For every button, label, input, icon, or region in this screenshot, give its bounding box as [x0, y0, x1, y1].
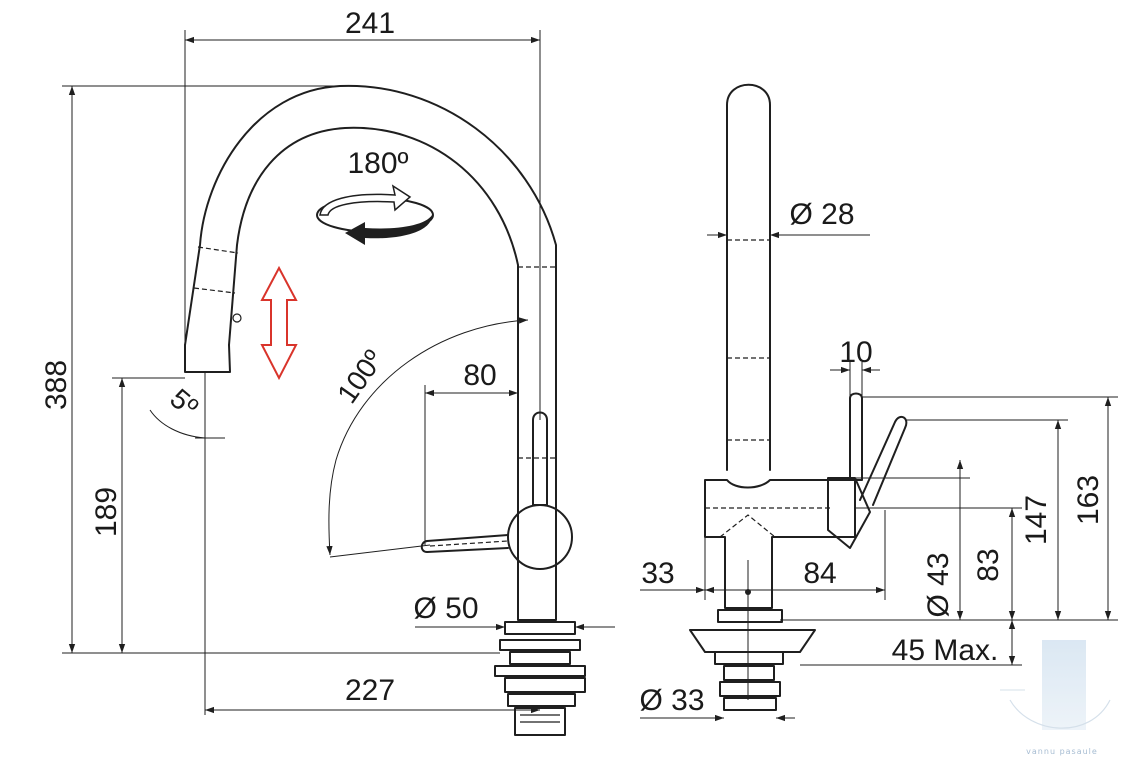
rotation-arrow-icon	[316, 184, 434, 245]
dim-spout-diameter: Ø 28	[789, 198, 854, 231]
dim-lever-top-height: 147	[1020, 495, 1053, 545]
label-rotation: 180º	[347, 147, 408, 180]
dim-outlet-height: 189	[90, 487, 123, 537]
watermark-logo: vannu pasaule	[1000, 640, 1111, 756]
spout-inner	[228, 126, 519, 461]
side-body	[704, 479, 856, 609]
dim-hole-diameter: Ø 33	[639, 684, 704, 717]
dim-body-offset: 33	[641, 557, 674, 590]
watermark-text: vannu pasaule	[1026, 747, 1098, 756]
dim-lever-offset: 84	[803, 557, 836, 590]
double-arrow-icon	[260, 265, 298, 381]
dim-lever-reach: 80	[463, 359, 496, 392]
side-view	[640, 83, 1118, 722]
front-view	[62, 30, 615, 736]
dim-max-thickness: 45 Max.	[892, 634, 999, 667]
dim-body-height: 83	[972, 548, 1005, 581]
dim-total-side-height: 163	[1072, 475, 1105, 525]
dim-overall-height: 388	[40, 360, 73, 410]
label-swing-angle: 100º	[331, 344, 389, 408]
dim-overall-width: 241	[345, 7, 395, 40]
label-spray-tilt: 5º	[164, 383, 204, 423]
dim-spout-projection: 227	[345, 674, 395, 707]
dim-base-diameter: Ø 50	[413, 592, 478, 625]
side-spout	[726, 83, 771, 471]
dim-lever-width: 10	[839, 336, 872, 369]
spout-outer	[184, 84, 557, 461]
dim-body-diameter: Ø 43	[922, 552, 955, 617]
faucet-body	[517, 459, 557, 621]
